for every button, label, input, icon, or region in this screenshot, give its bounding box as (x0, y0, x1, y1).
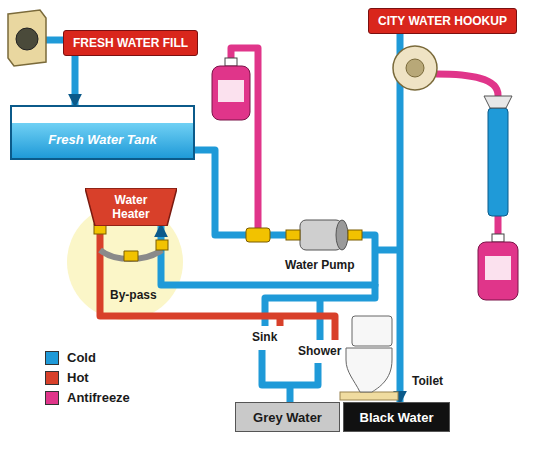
callout-banner: FRESH WATER FILL (63, 30, 198, 56)
toilet (340, 392, 398, 400)
part-label: By-pass (108, 288, 159, 302)
pump-converter (488, 108, 508, 216)
legend-label: Cold (67, 350, 96, 365)
toilet (352, 316, 392, 346)
node-label: Water Heater (99, 193, 163, 221)
part-label: Water Pump (283, 258, 357, 272)
part-label: Shower (296, 344, 343, 358)
legend-swatch (45, 391, 59, 405)
legend-label: Hot (67, 370, 89, 385)
node-label: Grey Water (253, 410, 322, 425)
city-water-flange (406, 59, 424, 77)
node-label: FRESH WATER FILL (73, 36, 188, 50)
heater-outline (85, 188, 177, 226)
legend-swatch (45, 351, 59, 365)
legend-entry: Cold (45, 350, 96, 365)
bottle-label (485, 256, 511, 280)
fill-pipe (44, 37, 63, 44)
water-pipe (161, 150, 375, 285)
legend-entry: Antifreeze (45, 390, 130, 405)
pump-converter (484, 96, 512, 108)
legend-swatch (45, 371, 59, 385)
water-pipe (397, 34, 404, 402)
city-water-flange (393, 46, 437, 90)
node-label: Fresh Water Tank (48, 132, 156, 147)
pipe-fitting (348, 230, 362, 240)
pipe-fitting (286, 230, 300, 240)
cold-pipe (375, 247, 400, 254)
pipe-fitting (156, 240, 168, 250)
bypass-valve (124, 251, 138, 261)
antifreeze-bottle (492, 234, 504, 242)
tank-box: Black Water (343, 402, 450, 432)
legend-label: Antifreeze (67, 390, 130, 405)
tank-box: Grey Water (235, 402, 340, 432)
water-tank: Fresh Water Tank (10, 105, 195, 160)
fill-inlet (8, 10, 46, 66)
part-label: Sink (250, 330, 279, 344)
node-label: CITY WATER HOOKUP (378, 14, 507, 28)
fill-inlet (16, 28, 38, 50)
water-heater: Water Heater (85, 188, 177, 226)
water-pump (336, 220, 348, 250)
toilet (346, 348, 392, 392)
antifreeze-bottle (225, 58, 237, 66)
legend-entry: Hot (45, 370, 89, 385)
antifreeze-bottle (478, 242, 518, 300)
part-label: Toilet (410, 374, 445, 388)
antifreeze-bottle (212, 66, 250, 120)
bottle-label (218, 80, 244, 102)
node-label: Black Water (360, 410, 434, 425)
callout-banner: CITY WATER HOOKUP (368, 8, 517, 34)
water-pipe (72, 56, 79, 105)
valve (246, 228, 270, 242)
